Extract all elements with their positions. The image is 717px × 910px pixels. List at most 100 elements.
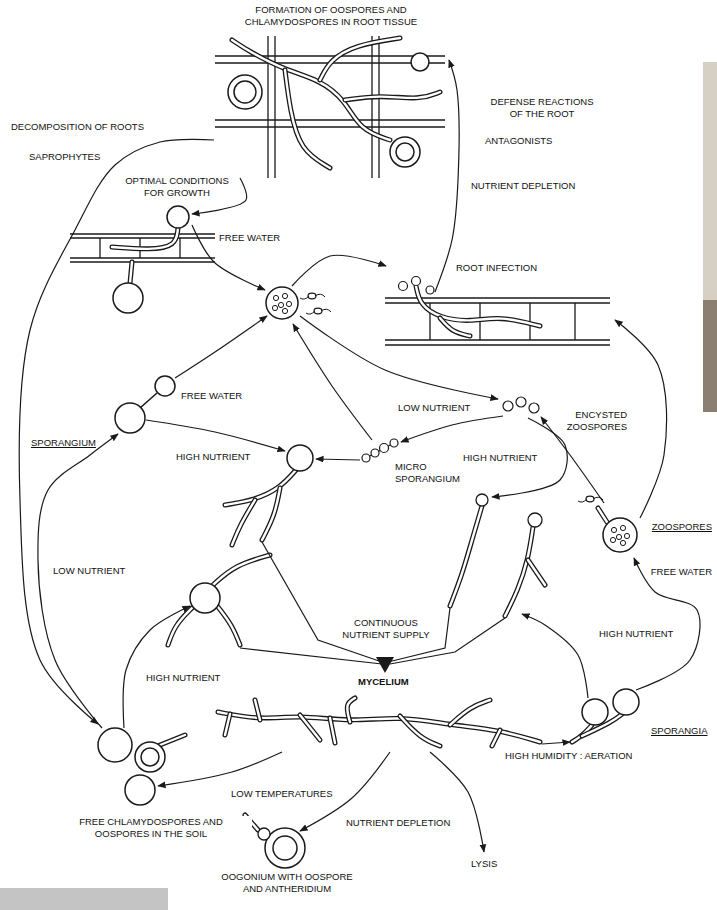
zoospore [314, 308, 322, 314]
encysted-zoospore [426, 286, 434, 294]
hypha [232, 40, 390, 140]
encysted-zoospore [412, 277, 421, 286]
hypha [320, 38, 400, 80]
stage-label: NUTRIENT DEPLETION [345, 817, 451, 829]
cell-wall [215, 126, 445, 127]
stage-label: FORMATION OF OOSPORES AND CHLAMYDOSPORES… [230, 4, 432, 28]
oospore [390, 137, 420, 167]
stage-label: LOW NUTRIENT [397, 402, 471, 414]
zoospore-initial [620, 525, 625, 530]
hypha [528, 560, 545, 585]
hypha [218, 607, 240, 645]
mycelium [225, 714, 230, 735]
zoospore-initial [610, 537, 615, 542]
oospore-wall [141, 748, 159, 766]
cell-wall [574, 303, 575, 340]
cycle-arrow [435, 60, 459, 292]
hypha [285, 70, 330, 168]
sporangium [603, 518, 637, 552]
antheridium [258, 828, 270, 840]
mycelium [492, 730, 500, 746]
merge-arrowhead [376, 657, 394, 673]
stage-label: DECOMPOSITION OF ROOTS [10, 121, 145, 133]
stage-label: HIGH NUTRIENT [462, 452, 538, 464]
flagellum [321, 309, 331, 312]
stage-label: SAPROPHYTES [28, 151, 101, 163]
cell-wall [378, 36, 379, 178]
cell-wall [385, 339, 610, 340]
cyst [528, 513, 542, 527]
cycle-arrow [300, 316, 498, 399]
hypha [440, 318, 470, 336]
zoospore [586, 496, 594, 502]
mycelium [450, 700, 490, 725]
cycle-arrow [175, 316, 267, 378]
cycle-arrow [146, 420, 285, 451]
stage-label: OOGONIUM WITH OOSPORE AND ANTHERIDIUM [216, 871, 358, 895]
cycle-arrow [401, 416, 503, 442]
cycle-arrow [522, 614, 588, 698]
hypha [440, 318, 470, 336]
flagellum [315, 294, 325, 297]
stage-label: DEFENSE REACTIONS OF THE ROOT [482, 96, 602, 120]
hypha [320, 38, 400, 80]
cell-wall [99, 238, 100, 258]
cycle-arrow [38, 434, 118, 728]
cell-wall [371, 36, 372, 178]
mycelium [300, 715, 320, 740]
cell-wall [385, 344, 610, 345]
stage-label: FREE WATER [650, 566, 713, 578]
encysted-zoospore [529, 403, 539, 413]
hypha [232, 40, 390, 140]
cell-wall [70, 233, 215, 234]
mycelium [225, 714, 230, 735]
micro-sporangium [371, 449, 379, 457]
hypha [262, 488, 280, 540]
sporangium [155, 376, 175, 396]
chain [366, 443, 394, 458]
stage-label: LOW NUTRIENT [52, 565, 126, 577]
hypha [232, 500, 255, 545]
mycelium [218, 712, 540, 742]
chlamydospore [125, 775, 155, 805]
sporangium [115, 403, 145, 433]
sporangium [582, 699, 608, 725]
mycelium [330, 718, 335, 743]
hypha [225, 470, 296, 505]
mycelium [255, 700, 260, 720]
stage-label: ZOOSPORES [651, 521, 713, 533]
hypha [598, 508, 607, 522]
hypha [213, 555, 270, 585]
hypha [225, 470, 296, 505]
mycelium [492, 730, 500, 746]
stage-label: MYCELIUM [357, 676, 410, 688]
mycelium [450, 700, 490, 725]
cycle-arrow [19, 139, 214, 724]
zoospore-initial [282, 308, 287, 313]
cycle-arrow [158, 752, 282, 786]
cell-wall [179, 238, 180, 258]
stage-label: HIGH NUTRIENT [598, 628, 674, 640]
cell-wall [70, 257, 215, 258]
illustration [70, 36, 639, 868]
zoospore [308, 293, 316, 299]
stage-label: FREE WATER [180, 390, 243, 402]
stage-label: FREE WATER [218, 232, 281, 244]
cell-wall [215, 119, 445, 120]
cycle-arrow [542, 742, 570, 744]
cycle-arrow [123, 606, 190, 728]
zoospore-initial [616, 534, 621, 539]
stage-label: FREE CHLAMYDOSPORES AND OOSPORES IN THE … [50, 816, 252, 840]
micro-sporangium [390, 439, 398, 447]
zoospore-initial [624, 533, 629, 538]
hypha [168, 608, 192, 645]
stage-label: HIGH NUTRIENT [145, 672, 221, 684]
mycelium [400, 716, 440, 746]
photo-edge [703, 300, 717, 412]
hypha [505, 527, 533, 616]
sporangium [113, 283, 143, 313]
hypha [505, 527, 533, 616]
stage-label: NUTRIENT DEPLETION [470, 180, 576, 192]
zoospore-initial [278, 302, 283, 307]
micro-sporangium [380, 444, 389, 453]
